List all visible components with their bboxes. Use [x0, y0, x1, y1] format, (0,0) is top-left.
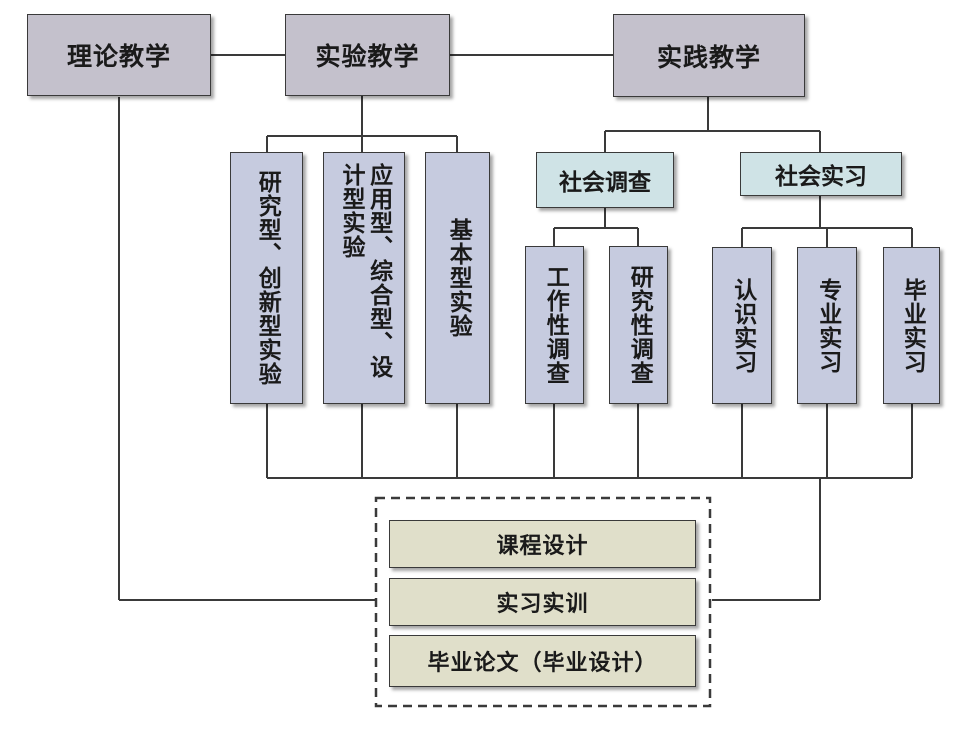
graduation-internship-box: 毕业实习 [883, 247, 940, 404]
theory-teaching-box: 理论教学 [27, 14, 211, 96]
thesis-box: 毕业论文（毕业设计） [389, 635, 696, 687]
research-survey-label: 研究性调查 [626, 265, 653, 385]
social-survey-box: 社会调查 [536, 152, 674, 208]
applied-experiment-box: 应用型、综合型、设计型实验 [323, 152, 405, 404]
graduation-internship-label: 毕业实习 [899, 277, 926, 374]
practical-training-label: 实习实训 [496, 592, 589, 617]
cognitive-internship-box: 认识实习 [712, 247, 772, 404]
experiment-teaching-label: 实验教学 [315, 42, 420, 71]
applied-experiment-label: 应用型、综合型、设计型实验 [338, 163, 392, 379]
practical-training-box: 实习实训 [389, 578, 696, 626]
research-experiment-label: 研究型、创新型实验 [254, 170, 281, 386]
practice-teaching-label: 实践教学 [656, 42, 761, 72]
basic-experiment-box: 基本型实验 [425, 152, 490, 404]
professional-internship-box: 专业实习 [797, 247, 857, 404]
course-design-label: 课程设计 [496, 534, 589, 559]
practice-teaching-box: 实践教学 [613, 14, 805, 97]
course-design-box: 课程设计 [389, 520, 696, 568]
social-internship-box: 社会实习 [740, 152, 902, 196]
work-survey-label: 工作性调查 [542, 265, 569, 385]
experiment-teaching-box: 实验教学 [285, 14, 450, 96]
research-experiment-box: 研究型、创新型实验 [230, 152, 303, 404]
social-internship-label: 社会实习 [775, 164, 867, 190]
bottom-group-dashed-border [374, 496, 712, 708]
professional-internship-label: 专业实习 [814, 277, 841, 374]
research-survey-box: 研究性调查 [609, 246, 668, 404]
theory-teaching-label: 理论教学 [66, 42, 171, 71]
cognitive-internship-label: 认识实习 [729, 277, 756, 374]
work-survey-box: 工作性调查 [525, 246, 584, 404]
basic-experiment-label: 基本型实验 [445, 218, 472, 338]
social-survey-label: 社会调查 [559, 170, 651, 196]
thesis-label: 毕业论文（毕业设计） [427, 651, 658, 676]
